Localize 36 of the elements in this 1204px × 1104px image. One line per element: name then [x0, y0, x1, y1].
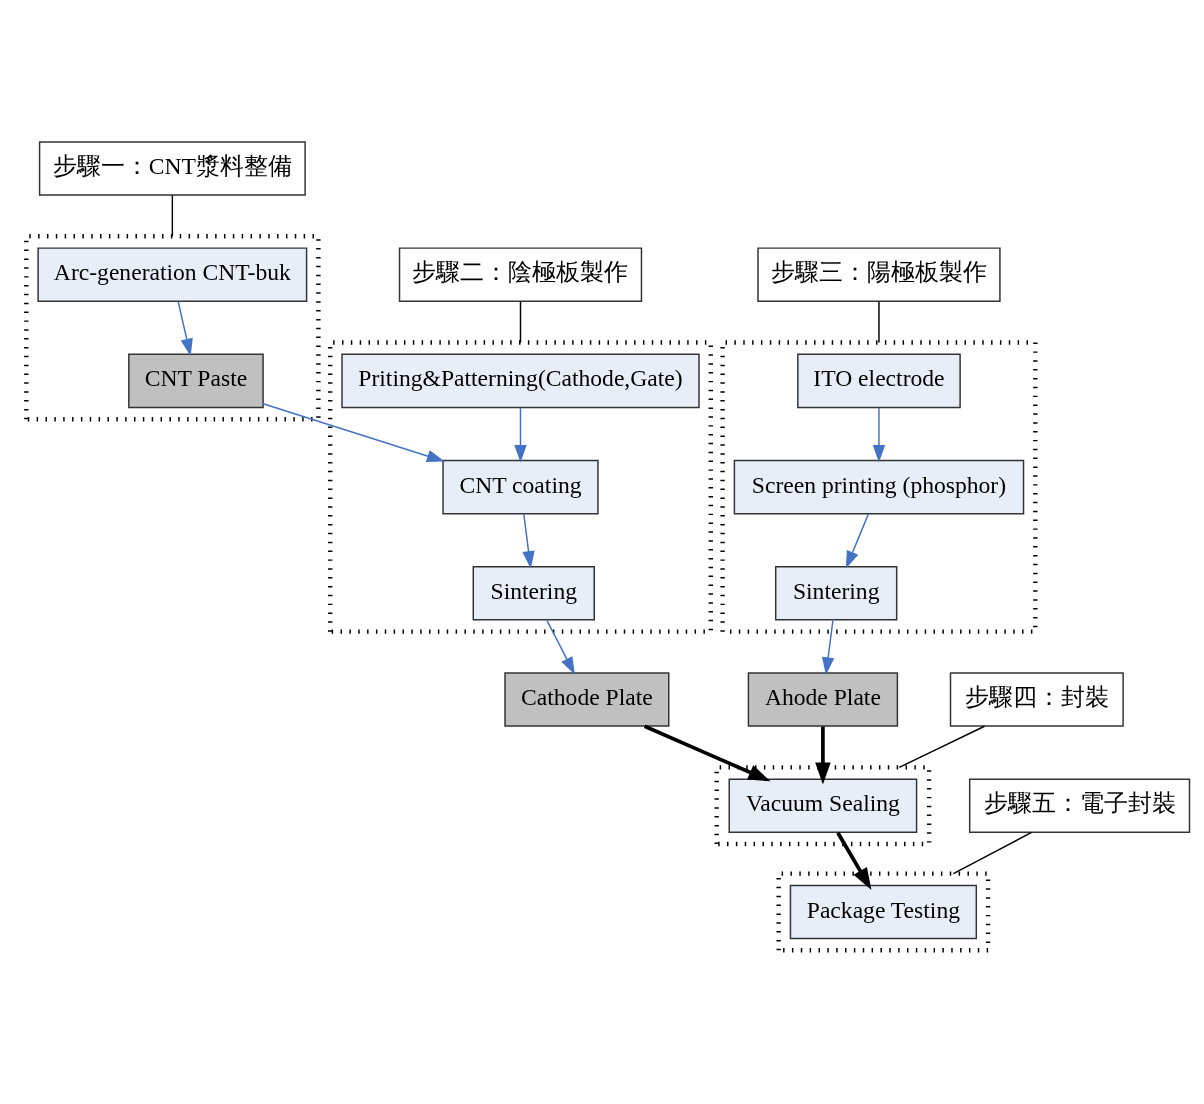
arrow — [821, 619, 835, 676]
node-box: Package Testing — [789, 884, 978, 940]
node-box: CNT Paste — [128, 353, 264, 409]
arrow — [872, 407, 886, 463]
node-box: Arc-generation CNT-buk — [37, 247, 308, 302]
node-box: CNT coating — [442, 459, 599, 515]
connector — [519, 300, 522, 344]
connector — [171, 194, 174, 238]
node-box: Cathode Plate — [504, 672, 670, 727]
cluster — [24, 234, 321, 422]
node-box: Screen printing (phosphor) — [733, 459, 1025, 515]
cluster — [328, 340, 713, 634]
connector — [952, 831, 1033, 875]
arrow — [845, 513, 870, 569]
arrow — [177, 300, 193, 357]
arrow — [546, 619, 575, 675]
arrow — [514, 407, 527, 463]
node-box: 步驟五：電子封裝 — [968, 778, 1191, 833]
node-box: ITO electrode — [797, 353, 961, 409]
node-box: 步驟二：陰極板製作 — [398, 247, 643, 302]
node-box: Vacuum Sealing — [728, 778, 918, 833]
arrow — [262, 403, 445, 462]
node-box: 步驟一：CNT漿料整備 — [38, 141, 306, 196]
connector — [898, 725, 986, 769]
node-box: Sintering — [472, 566, 595, 621]
node-box: Sintering — [774, 566, 898, 621]
node-box: 步驟三：陽極板製作 — [757, 247, 1001, 302]
arrow — [643, 724, 771, 782]
arrow — [815, 726, 831, 785]
node-box: Priting&Patterning(Cathode,Gate) — [341, 353, 700, 409]
arrow — [522, 513, 535, 569]
cluster — [720, 340, 1038, 634]
node-box: 步驟四：封裝 — [949, 672, 1124, 727]
cluster — [776, 871, 991, 953]
connector — [878, 300, 880, 344]
node-box: Ahode Plate — [747, 672, 899, 727]
